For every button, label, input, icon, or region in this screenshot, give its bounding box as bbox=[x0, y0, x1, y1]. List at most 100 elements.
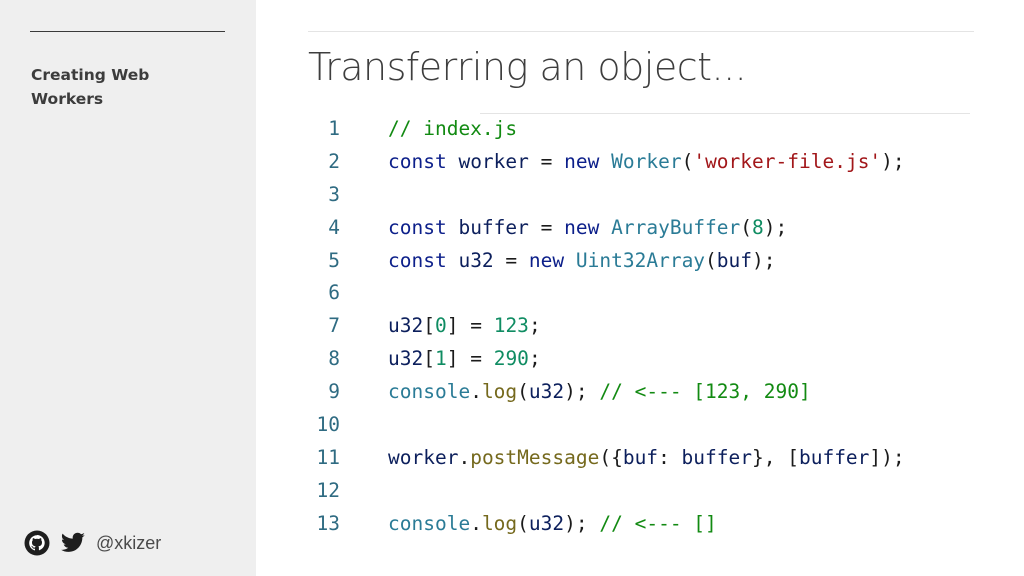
code-token: ; bbox=[528, 347, 541, 371]
code-token: log bbox=[481, 380, 518, 404]
code-token: ); bbox=[752, 248, 776, 272]
line-number: 5 bbox=[328, 248, 340, 272]
line-number: 7 bbox=[328, 314, 340, 338]
code-text: const worker = new Worker('worker-file.j… bbox=[388, 146, 905, 179]
code-line: 6 bbox=[300, 277, 340, 310]
code-token: u32 bbox=[528, 380, 565, 404]
code-token: ); bbox=[881, 149, 905, 173]
code-token: const bbox=[388, 149, 447, 173]
code-token: 8 bbox=[752, 215, 764, 239]
code-token: u32 bbox=[458, 248, 494, 272]
code-token: // <--- [] bbox=[599, 511, 717, 535]
line-number: 9 bbox=[328, 380, 340, 404]
code-token: = bbox=[493, 248, 529, 272]
title-underline bbox=[480, 113, 970, 114]
code-token: ); bbox=[763, 215, 788, 239]
twitter-icon[interactable] bbox=[60, 530, 86, 556]
code-token: console bbox=[388, 511, 471, 535]
code-token: new bbox=[564, 149, 600, 173]
code-text: const u32 = new Uint32Array(buf); bbox=[388, 245, 776, 278]
code-token: }, [ bbox=[752, 445, 799, 469]
code-line: 7 u32[0] = 123; bbox=[300, 310, 540, 343]
code-token: // index.js bbox=[388, 117, 518, 140]
code-token: postMessage bbox=[470, 445, 600, 469]
code-token bbox=[447, 150, 459, 173]
code-token: // <--- [123, 290] bbox=[599, 380, 811, 404]
code-text: const buffer = new ArrayBuffer(8); bbox=[388, 212, 787, 245]
code-token: 0 bbox=[434, 314, 447, 338]
code-line: 10 bbox=[300, 409, 340, 442]
author-handle[interactable]: @xkizer bbox=[96, 532, 162, 553]
slide-title: Transferring an object... bbox=[308, 45, 747, 89]
code-token bbox=[564, 249, 576, 272]
github-icon[interactable] bbox=[24, 530, 50, 556]
code-token: ( bbox=[740, 215, 753, 239]
code-token: 1 bbox=[434, 347, 447, 371]
code-token: ); bbox=[564, 380, 600, 404]
code-token bbox=[447, 216, 459, 239]
code-token: new bbox=[564, 215, 600, 239]
code-text: console.log(u32); // <--- [123, 290] bbox=[388, 376, 811, 409]
code-token bbox=[599, 150, 611, 173]
social-links: @xkizer bbox=[24, 529, 161, 557]
code-token: ]); bbox=[869, 445, 905, 469]
code-line: 9 console.log(u32); // <--- [123, 290] bbox=[300, 376, 810, 409]
code-text: u32[1] = 290; bbox=[388, 343, 541, 376]
code-token: ] = bbox=[446, 314, 494, 338]
code-token: Worker bbox=[611, 149, 682, 173]
line-number: 11 bbox=[316, 445, 340, 469]
code-token: new bbox=[528, 248, 565, 272]
code-token: ; bbox=[528, 314, 541, 338]
code-token: = bbox=[528, 149, 565, 173]
line-number: 12 bbox=[316, 478, 340, 502]
code-token: 123 bbox=[493, 314, 529, 338]
sidebar-divider bbox=[30, 31, 225, 32]
code-token bbox=[599, 216, 611, 239]
code-text: u32[0] = 123; bbox=[388, 310, 541, 343]
code-token: ); bbox=[564, 511, 600, 535]
code-token: ({ bbox=[599, 445, 623, 469]
code-token: worker bbox=[458, 149, 529, 173]
line-number: 13 bbox=[316, 511, 340, 535]
code-token: const bbox=[388, 248, 447, 272]
code-token: ( bbox=[517, 511, 529, 535]
section-title: Creating Web Workers bbox=[31, 66, 150, 108]
code-token: [ bbox=[423, 347, 435, 371]
code-token: ArrayBuffer bbox=[611, 215, 741, 239]
code-line: 1// index.js bbox=[300, 113, 517, 146]
code-token: buffer bbox=[681, 445, 752, 469]
code-token: console bbox=[388, 380, 471, 404]
code-token: . bbox=[470, 511, 482, 535]
code-token: u32 bbox=[388, 314, 424, 338]
top-divider bbox=[308, 31, 974, 32]
code-token: u32 bbox=[528, 511, 565, 535]
code-token: log bbox=[481, 511, 518, 535]
code-token: : bbox=[658, 445, 682, 469]
code-line: 2 const worker = new Worker('worker-file.… bbox=[300, 146, 904, 179]
code-token: buf bbox=[622, 445, 659, 469]
line-number: 10 bbox=[316, 413, 340, 437]
code-line: 3 bbox=[300, 179, 340, 212]
code-token: const bbox=[388, 215, 447, 239]
code-token: buffer bbox=[798, 445, 870, 469]
code-line: 5 const u32 = new Uint32Array(buf); bbox=[300, 245, 775, 278]
code-token: ( bbox=[517, 380, 529, 404]
code-text: worker.postMessage({buf: buffer}, [buffe… bbox=[388, 442, 905, 475]
code-token bbox=[447, 249, 459, 272]
code-token: . bbox=[470, 380, 482, 404]
code-token: ( bbox=[681, 149, 694, 173]
line-number: 2 bbox=[328, 149, 340, 173]
code-line: 12 bbox=[300, 475, 340, 508]
code-token: buffer bbox=[458, 215, 529, 239]
code-line: 13 console.log(u32); // <--- [] bbox=[300, 508, 717, 541]
code-token: 290 bbox=[493, 347, 529, 371]
code-token: 'worker-file.js' bbox=[693, 149, 882, 173]
code-token: ] = bbox=[446, 347, 494, 371]
code-token: ( bbox=[705, 248, 717, 272]
code-text: console.log(u32); // <--- [] bbox=[388, 508, 717, 541]
line-number: 6 bbox=[328, 281, 340, 305]
code-token: . bbox=[458, 445, 471, 469]
